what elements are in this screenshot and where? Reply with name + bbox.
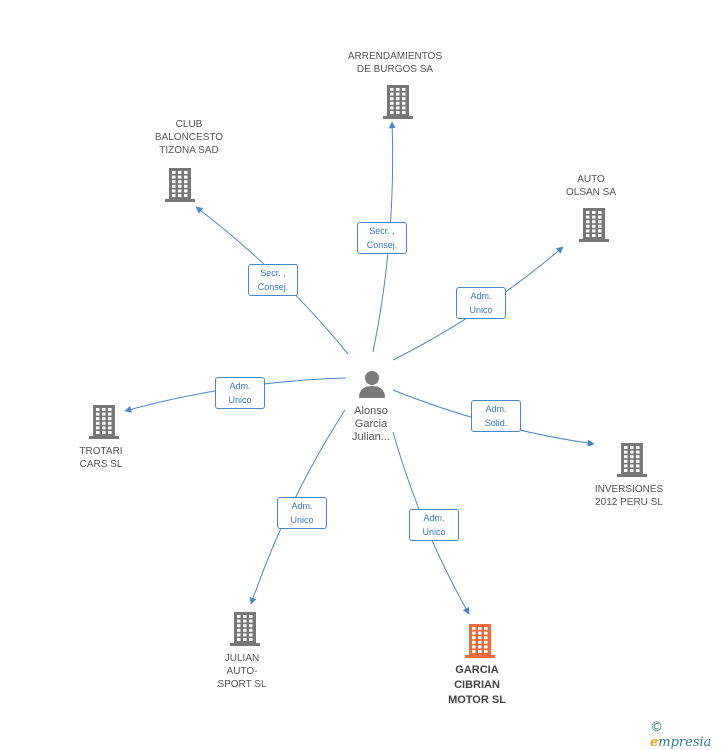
copyright-icon: © [650, 720, 663, 735]
company-auto-olsan-building-icon[interactable] [579, 208, 609, 247]
company-label-line: 2012 PERU SL [595, 497, 663, 508]
company-inversiones-building-icon[interactable] [617, 443, 647, 482]
company-garcia-building-icon[interactable] [465, 624, 495, 663]
edge-role-line: Adm. [423, 513, 445, 523]
person-icon[interactable] [357, 368, 387, 398]
edge-role-line: Unico [290, 515, 314, 525]
footer-brand: © empresia [650, 720, 728, 750]
edge-role-label[interactable]: Adm. Solid. [471, 400, 521, 432]
edge-role-line: Solid. [484, 418, 508, 428]
edge-role-label[interactable]: Secr. , Consej. [357, 222, 407, 254]
person-name-line: Julian... [352, 431, 390, 443]
edge-role-line: Adm. [470, 291, 492, 301]
edge-role-line: Secr. , [369, 226, 395, 236]
edge-role-line: Unico [228, 395, 252, 405]
company-garcia-label[interactable]: GARCIA CIBRIAN MOTOR SL [417, 663, 537, 708]
company-trotari-building-icon[interactable] [89, 405, 119, 444]
edge-role-line: Adm. [291, 501, 313, 511]
company-label-line: CLUB [175, 119, 203, 130]
company-label-line: ARRENDAMIENTOS [347, 51, 443, 62]
edge-role-line: Secr. , [260, 268, 286, 278]
company-label-line: TROTARI [79, 446, 123, 457]
company-trotari-label[interactable]: TROTARI CARS SL [41, 445, 161, 471]
company-label-line: JULIAN [224, 653, 260, 664]
company-club-label[interactable]: CLUB BALONCESTO TIZONA SAD [129, 118, 249, 157]
brand-logo: empresia [650, 735, 712, 750]
company-label-line: AUTO [577, 174, 605, 185]
person-name-line: Alonso [354, 405, 388, 417]
edge-role-line: Unico [469, 305, 493, 315]
company-auto-olsan-label[interactable]: AUTO OLSAN SA [531, 173, 651, 199]
company-julian-building-icon[interactable] [230, 612, 260, 651]
edge-role-line: Adm. [485, 404, 507, 414]
edge-role-label[interactable]: Adm. Unico [215, 377, 265, 409]
company-label-line: BALONCESTO [154, 132, 224, 143]
company-label-line: CIBRIAN [454, 679, 500, 691]
company-label-line: OLSAN SA [565, 187, 617, 198]
company-label-line: MOTOR SL [448, 694, 506, 706]
company-label-line: CARS SL [79, 459, 123, 470]
edge-role-label[interactable]: Adm. Unico [409, 509, 459, 541]
company-arrendamientos-building-icon[interactable] [383, 85, 413, 124]
edge-role-label[interactable]: Adm. Unico [456, 287, 506, 319]
edge-role-line: Consej. [257, 282, 289, 292]
edge-role-label[interactable]: Secr. , Consej. [248, 264, 298, 296]
edge-role-line: Unico [422, 527, 446, 537]
company-club-building-icon[interactable] [165, 168, 195, 207]
company-label-line: GARCIA [455, 664, 499, 676]
company-label-line: DE BURGOS SA [356, 64, 434, 75]
company-arrendamientos-label[interactable]: ARRENDAMIENTOS DE BURGOS SA [335, 50, 455, 76]
edge-role-line: Consej. [366, 240, 398, 250]
company-julian-label[interactable]: JULIAN AUTO- SPORT SL [182, 652, 302, 691]
company-label-line: INVERSIONES [594, 484, 664, 495]
edge-role-label[interactable]: Adm. Unico [277, 497, 327, 529]
company-inversiones-label[interactable]: INVERSIONES 2012 PERU SL [569, 483, 689, 509]
company-label-line: AUTO- [226, 666, 258, 677]
company-label-line: TIZONA SAD [159, 145, 219, 156]
person-name-line: Garcia [354, 418, 388, 430]
edge-role-line: Adm. [229, 381, 251, 391]
company-label-line: SPORT SL [217, 679, 267, 690]
